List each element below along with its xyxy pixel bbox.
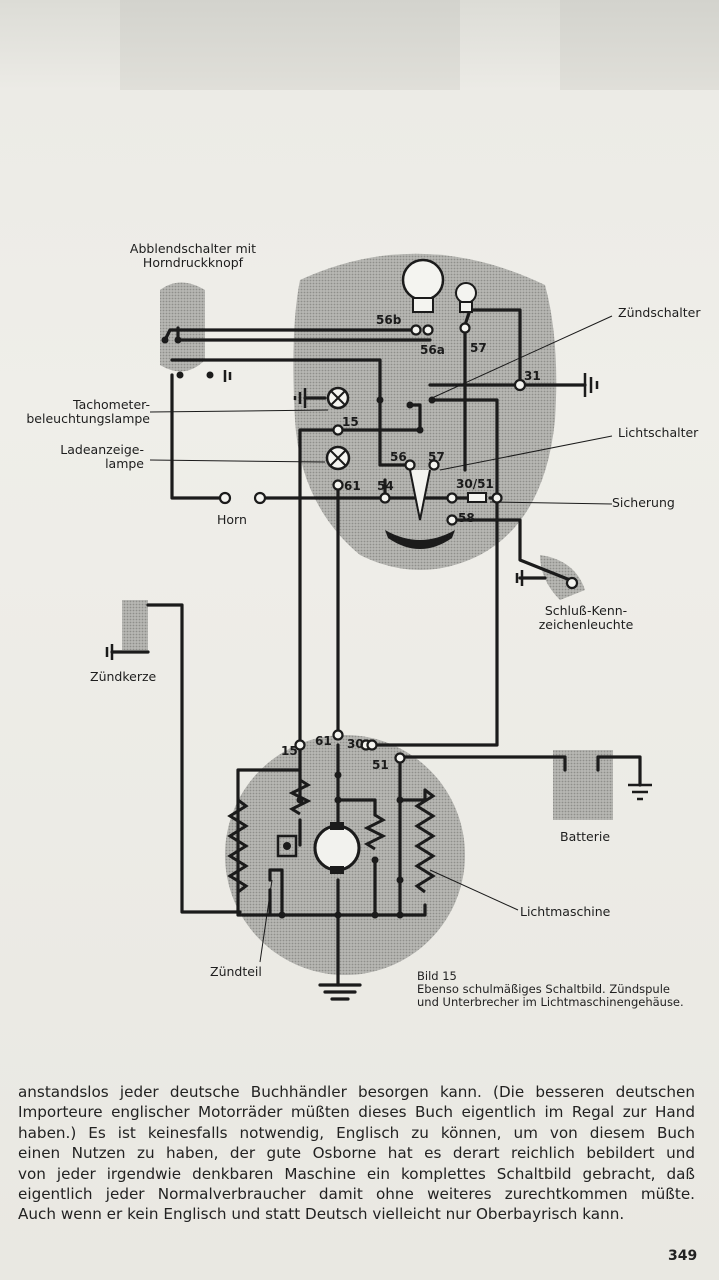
previous-page-bleed (120, 0, 460, 90)
terminal-57-top: 57 (470, 341, 487, 355)
terminal-61: 61 (344, 479, 361, 493)
headlamp-housing (293, 253, 557, 570)
label-fuse: Sicherung (612, 495, 675, 510)
terminal-58: 58 (458, 511, 475, 525)
body-line: Auch wenn er kein Englisch und statt Deu… (18, 1205, 625, 1224)
label-tacho-lamp: Tachometer- beleuchtungslampe (4, 398, 150, 426)
headlamp-bulbs (401, 258, 477, 313)
indicator-lamps (325, 386, 351, 471)
body-line: Importeure englischer Motorräder müßten … (18, 1103, 695, 1122)
junction-dots (161, 336, 436, 919)
label-ignition-switch: Zündschalter (618, 305, 701, 320)
spark-plug-body (122, 600, 148, 650)
terminal-56b: 56b (376, 313, 402, 327)
terminal-54: 54 (377, 479, 394, 493)
figure-caption: Bild 15 Ebenso schulmäßiges Schaltbild. … (417, 970, 684, 1009)
label-dip-switch-line2: Horndruckknopf (142, 255, 244, 270)
label-charge-line2: lampe (105, 456, 144, 471)
ground-symbols (105, 370, 652, 801)
label-generator: Lichtmaschine (520, 904, 611, 919)
label-light-switch: Lichtschalter (618, 425, 699, 440)
body-line: haben.) Es ist keinesfalls notwendig, En… (18, 1123, 695, 1142)
gen-terminal-15: 15 (281, 744, 298, 758)
previous-page-bleed-right (560, 0, 719, 90)
terminal-15: 15 (342, 415, 359, 429)
label-tail-lamp: Schluß-Kenn- zeichenleuchte (526, 604, 646, 632)
gen-terminal-51: 51 (372, 758, 389, 772)
body-line: eigentlich jeder Normalverbraucher damit… (18, 1185, 695, 1204)
label-charge-line1: Ladeanzeige- (60, 442, 144, 457)
label-tail-line2: zeichenleuchte (538, 617, 634, 632)
label-dip-switch: Abblendschalter mit Horndruckknopf (118, 242, 268, 270)
page-number: 349 (668, 1248, 698, 1264)
terminal-posts (218, 322, 579, 764)
terminal-31: 31 (524, 369, 541, 383)
label-ignition-unit: Zündteil (210, 964, 262, 979)
label-spark-plug: Zündkerze (90, 669, 157, 684)
label-horn: Horn (217, 512, 247, 527)
label-tacho-line2: beleuchtungslampe (26, 411, 150, 426)
label-tacho-line1: Tachometer- (73, 397, 150, 412)
label-tail-line1: Schluß-Kenn- (544, 603, 628, 618)
body-line: anstandslos jeder deutsche Buchhändler b… (18, 1083, 695, 1101)
caption-title: Bild 15 (417, 969, 457, 983)
body-text: anstandslos jeder deutsche Buchhändler b… (18, 1082, 695, 1225)
body-line: von jeder irgendwie denkbaren Maschine e… (18, 1164, 695, 1183)
terminal-56: 56 (390, 450, 407, 464)
terminal-56a: 56a (420, 343, 445, 357)
caption-line2: und Unterbrecher im Lichtmaschinengehäus… (417, 995, 684, 1009)
body-line: einen Nutzen zu haben, der gute Osborne … (18, 1144, 695, 1163)
caption-line1: Ebenso schulmäßiges Schaltbild. Zündspul… (417, 982, 670, 996)
armature (313, 824, 361, 872)
label-battery: Batterie (560, 829, 611, 844)
wiring-diagram: 56b 56a 57 31 15 56 57 61 54 30/51 58 15… (105, 253, 652, 1001)
terminal-30-51: 30/51 (456, 477, 494, 491)
terminal-57: 57 (428, 450, 445, 464)
dip-switch-body (160, 282, 205, 372)
gen-terminal-61: 61 (315, 734, 332, 748)
label-charge-lamp: Ladeanzeige- lampe (4, 443, 144, 471)
battery-body (553, 750, 613, 820)
contact-breaker (276, 834, 298, 858)
leader-lines (149, 315, 613, 963)
gen-terminal-30: 30 (347, 737, 364, 751)
label-dip-switch-line1: Abblendschalter mit (129, 241, 257, 256)
fuse (467, 492, 487, 503)
light-switch-lever (385, 530, 455, 549)
